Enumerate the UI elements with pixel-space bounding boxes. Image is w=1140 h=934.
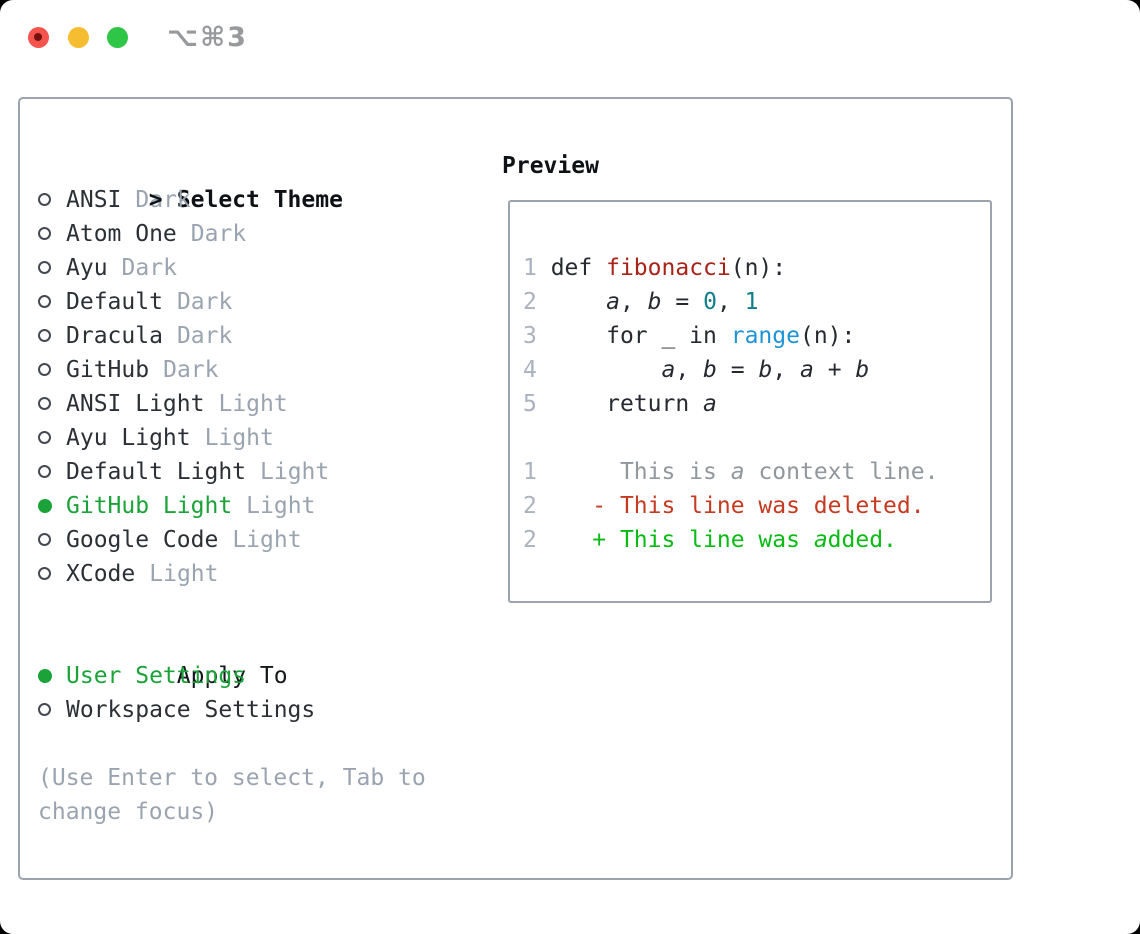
theme-option-ansi-light[interactable]: ANSI Light Light (38, 387, 426, 421)
theme-option-default-light[interactable]: Default Light Light (38, 455, 426, 489)
theme-variant-label: Light (218, 391, 288, 417)
code-line: 1 def fibonacci(n): (523, 255, 787, 281)
line-number: 1 (523, 459, 537, 485)
radio-unselected-icon (38, 227, 51, 240)
blank-line (523, 421, 938, 455)
option-label: Default (66, 289, 163, 315)
line-number: 1 (523, 255, 537, 281)
spacer-row (38, 591, 426, 625)
theme-option-github[interactable]: GitHub Dark (38, 353, 426, 387)
theme-variant-label: Dark (121, 255, 177, 281)
radio-unselected-icon (38, 397, 51, 410)
code-line: 3 for _ in range(n): (523, 323, 856, 349)
close-dot-icon (34, 33, 42, 41)
apply-to-title: Apply To (176, 663, 288, 689)
diff-line: 1 This is a context line. (523, 459, 939, 485)
option-label: Default Light (66, 459, 247, 485)
line-number: 2 (523, 527, 537, 553)
theme-variant-label: Light (232, 527, 302, 553)
theme-menu-title: Select Theme (176, 187, 343, 213)
theme-menu-header: > Select Theme (38, 149, 426, 213)
radio-unselected-icon (38, 533, 51, 546)
theme-option-xcode[interactable]: XCode Light (38, 557, 426, 591)
theme-variant-label: Light (149, 561, 219, 587)
option-label: Workspace Settings (66, 697, 316, 723)
theme-variant-label: Dark (190, 221, 247, 247)
theme-option-ansi[interactable]: ANSI Dark (38, 183, 426, 217)
code-line: 2 a, b = 0, 1 (523, 289, 759, 315)
radio-unselected-icon (38, 261, 51, 274)
theme-variant-label: Light (204, 425, 274, 451)
theme-variant-label: Light (260, 459, 330, 485)
hint-text-line1: (Use Enter to select, Tab to (38, 765, 426, 791)
cursor-arrow-icon: > (148, 187, 163, 213)
radio-unselected-icon (38, 431, 51, 444)
theme-variant-label: Dark (135, 187, 191, 213)
radio-unselected-icon (38, 363, 51, 376)
diff-line: 2 + This line was added. (523, 527, 897, 553)
option-label: XCode (66, 561, 136, 587)
radio-unselected-icon (38, 703, 51, 716)
radio-unselected-icon (38, 193, 51, 206)
hint-text-line2: change focus) (38, 799, 219, 825)
diff-line: 2 - This line was deleted. (523, 493, 925, 519)
code-line: 5 return a (523, 391, 717, 417)
option-label: Google Code (66, 527, 219, 553)
radio-unselected-icon (38, 567, 51, 580)
preview-code-box: 1 def fibonacci(n): 2 a, b = 0, 1 3 for _ … (508, 200, 992, 603)
close-button[interactable] (27, 26, 49, 48)
code-line: 4 a, b = b, a + b (523, 357, 870, 383)
radio-selected-icon (38, 669, 52, 683)
line-number: 2 (523, 493, 537, 519)
code-preview-content: 1 def fibonacci(n): 2 a, b = 0, 1 3 for _ … (523, 251, 938, 557)
apply-option-workspace-settings[interactable]: Workspace Settings (38, 693, 426, 727)
theme-variant-label: Dark (176, 323, 233, 349)
theme-variant-label: Dark (176, 289, 233, 315)
option-label: ANSI Light (66, 391, 205, 417)
theme-option-ayu[interactable]: Ayu Dark (38, 251, 426, 285)
theme-option-dracula[interactable]: Dracula Dark (38, 319, 426, 353)
theme-option-atom-one[interactable]: Atom One Dark (38, 217, 426, 251)
apply-option-user-settings[interactable]: User Settings (38, 659, 426, 693)
theme-option-default[interactable]: Default Dark (38, 285, 426, 319)
radio-selected-icon (38, 499, 52, 513)
theme-option-github-light[interactable]: GitHub Light Light (38, 489, 426, 523)
option-label: Ayu Light (66, 425, 191, 451)
theme-variant-label: Dark (163, 357, 219, 383)
spacer-row (38, 727, 426, 761)
option-label: Atom One (66, 221, 177, 247)
radio-unselected-icon (38, 295, 51, 308)
radio-unselected-icon (38, 465, 51, 478)
option-label: GitHub Light (66, 493, 233, 519)
line-number: 4 (523, 357, 537, 383)
option-label: User Settings (66, 663, 247, 689)
radio-unselected-icon (38, 329, 51, 342)
preview-title: Preview (502, 153, 599, 179)
window-title: ⌥⌘3 (167, 22, 248, 53)
minimize-button[interactable] (67, 26, 89, 48)
option-label: ANSI (66, 187, 122, 213)
line-number: 2 (523, 289, 537, 315)
option-label: Dracula (66, 323, 163, 349)
theme-option-ayu-light[interactable]: Ayu Light Light (38, 421, 426, 455)
apply-to-header: Apply To (38, 625, 426, 689)
theme-variant-label: Light (246, 493, 316, 519)
option-label: GitHub (66, 357, 150, 383)
option-label: Ayu (66, 255, 108, 281)
theme-option-google-code[interactable]: Google Code Light (38, 523, 426, 557)
line-number: 3 (523, 323, 537, 349)
line-number: 5 (523, 391, 537, 417)
zoom-button[interactable] (106, 26, 128, 48)
